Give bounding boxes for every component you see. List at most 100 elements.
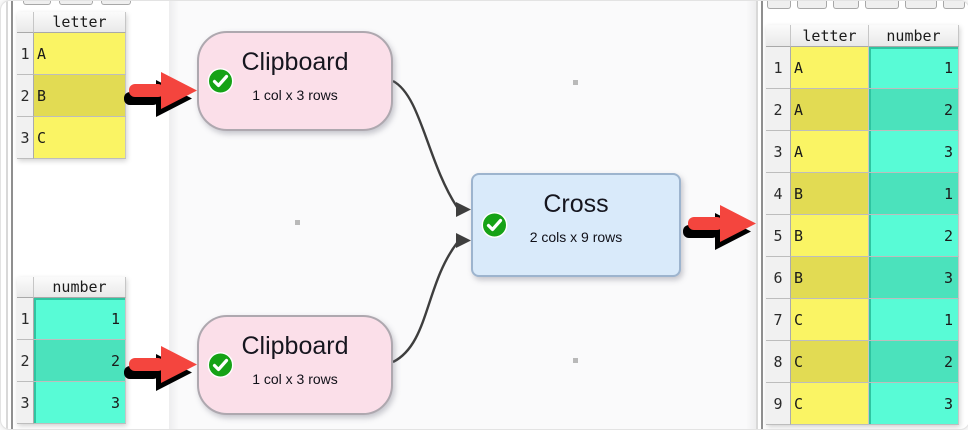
node-title: Clipboard (241, 48, 349, 76)
toolbar-button-fragment[interactable] (797, 1, 827, 9)
toolbar-button-fragment[interactable] (833, 1, 859, 9)
left-splitter-line[interactable] (6, 1, 8, 429)
row-number[interactable]: 6 (766, 257, 791, 299)
toolbar-button-fragment[interactable] (943, 1, 965, 9)
toolbar-button-fragment[interactable] (23, 1, 51, 5)
connector-arrowhead-icon (456, 202, 471, 217)
status-ok-check-icon (207, 68, 234, 94)
node-cross[interactable]: Cross 2 cols x 9 rows (471, 173, 681, 277)
toolbar-button-fragment[interactable] (905, 1, 937, 9)
row-number[interactable]: 2 (17, 340, 34, 382)
table-corner (17, 12, 34, 33)
cell[interactable]: B (791, 257, 869, 299)
node-clipboard-bottom[interactable]: Clipboard 1 col x 3 rows (197, 315, 393, 415)
cell[interactable]: 1 (34, 298, 126, 340)
cell[interactable]: B (791, 215, 869, 257)
row-number[interactable]: 2 (17, 75, 34, 117)
cell[interactable]: 1 (869, 173, 959, 215)
row-number[interactable]: 8 (766, 341, 791, 383)
column-header[interactable]: letter (34, 12, 126, 33)
toolbar-button-fragment[interactable] (59, 1, 93, 5)
row-number[interactable]: 3 (17, 117, 34, 159)
cell[interactable]: 2 (869, 215, 959, 257)
cell[interactable]: C (791, 383, 869, 425)
cell[interactable]: A (791, 89, 869, 131)
row-number[interactable]: 3 (766, 131, 791, 173)
cell[interactable]: C (34, 117, 126, 159)
connector-arrowhead-icon (456, 233, 471, 248)
grid-dot (573, 358, 578, 363)
cell[interactable]: 2 (869, 341, 959, 383)
flow-canvas[interactable]: Clipboard 1 col x 3 rows Cross 2 cols x … (169, 1, 756, 429)
toolbar-button-fragment[interactable] (767, 1, 791, 9)
toolbar-button-fragment[interactable] (865, 1, 899, 9)
cell[interactable]: B (34, 75, 126, 117)
grid-dot (573, 80, 578, 85)
right-splitter-handle[interactable] (761, 1, 763, 429)
node-size-label: 1 col x 3 rows (252, 87, 338, 103)
header-row: letter (17, 12, 126, 33)
cell[interactable]: B (791, 173, 869, 215)
cell[interactable]: 3 (869, 131, 959, 173)
node-clipboard-top[interactable]: Clipboard 1 col x 3 rows (197, 31, 393, 131)
cell[interactable]: C (791, 299, 869, 341)
right-splitter-line[interactable] (756, 1, 758, 429)
input-arrow-top-icon (124, 72, 197, 117)
row-number[interactable]: 5 (766, 215, 791, 257)
connector-bottom-clipboard-to-cross (392, 242, 458, 364)
cell[interactable]: A (34, 33, 126, 75)
cell[interactable]: 2 (34, 340, 126, 382)
column-header[interactable]: letter (791, 25, 869, 47)
grid-dot (295, 220, 300, 225)
table-corner (766, 25, 791, 47)
cell[interactable]: 2 (869, 89, 959, 131)
cell[interactable]: A (791, 131, 869, 173)
toolbar-button-fragment[interactable] (101, 1, 131, 5)
status-ok-check-icon (207, 352, 234, 378)
status-ok-check-icon (481, 212, 508, 238)
left-splitter-handle[interactable] (11, 1, 13, 429)
cell[interactable]: 1 (869, 47, 959, 89)
row-number[interactable]: 3 (17, 382, 34, 424)
cell[interactable]: 3 (869, 257, 959, 299)
cell[interactable]: 3 (869, 383, 959, 425)
row-number[interactable]: 4 (766, 173, 791, 215)
cell[interactable]: 3 (34, 382, 126, 424)
output-arrow-icon (683, 205, 756, 250)
row-number[interactable]: 1 (17, 33, 34, 75)
row-number[interactable]: 1 (766, 47, 791, 89)
connector-layer (392, 79, 471, 364)
node-title: Cross (543, 190, 609, 218)
input-arrow-bottom-icon (124, 346, 197, 391)
row-number[interactable]: 1 (17, 298, 34, 340)
row-number[interactable]: 9 (766, 383, 791, 425)
cell[interactable]: A (791, 47, 869, 89)
column-header[interactable]: number (869, 25, 959, 47)
cell[interactable]: 1 (869, 299, 959, 341)
table-corner (17, 277, 34, 298)
column-header[interactable]: number (34, 277, 126, 298)
row-number[interactable]: 7 (766, 299, 791, 341)
node-title: Clipboard (241, 332, 349, 360)
cell[interactable]: C (791, 341, 869, 383)
row-number[interactable]: 2 (766, 89, 791, 131)
node-size-label: 1 col x 3 rows (252, 371, 338, 387)
